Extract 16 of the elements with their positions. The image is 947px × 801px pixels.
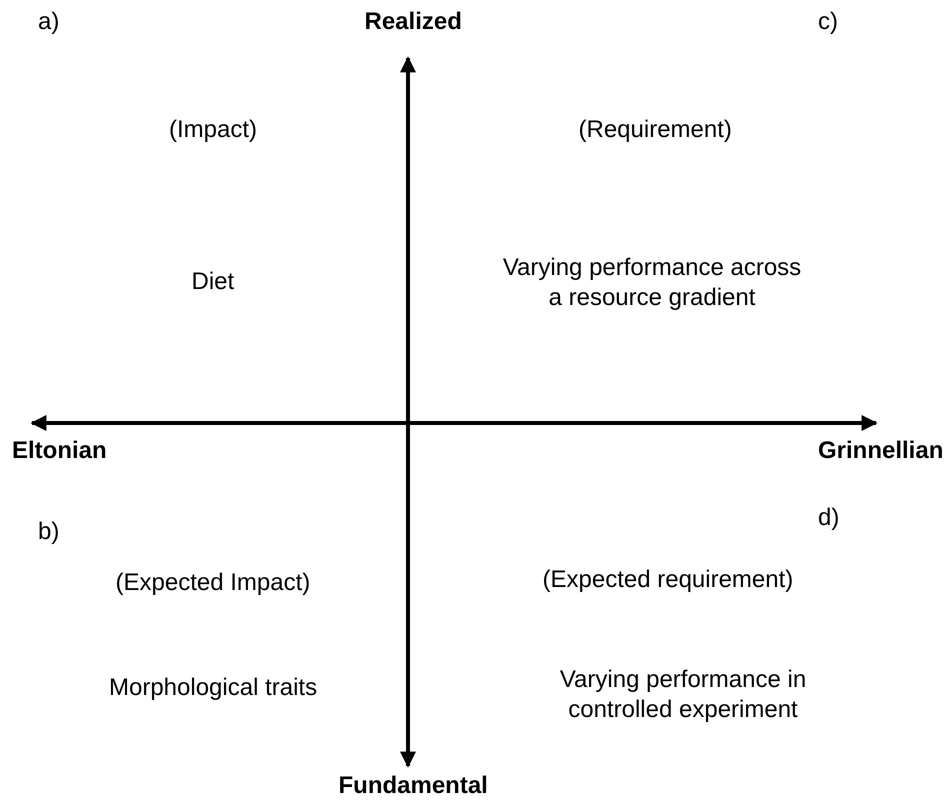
quadrant-heading: (Expected requirement) [542,565,794,595]
panel-letter: b) [38,517,60,547]
axis-label: Fundamental [338,771,488,801]
quadrant-text: Varying performance across a resource gradient [502,253,802,313]
axis-label: Grinnellian [818,436,944,466]
panel-letter: d) [818,503,840,533]
panel-letter: a) [38,7,60,37]
quadrant-text: Morphological traits [109,673,318,703]
panel-letter: c) [818,7,838,37]
axis-label: Realized [364,7,462,37]
quadrant-text: Varying performance in controlled experiment [558,665,808,725]
quadrant-heading: (Requirement) [578,115,732,145]
quadrant-text: Diet [192,267,234,297]
quadrant-heading: (Impact) [169,115,258,145]
quadrant-heading: (Expected Impact) [116,568,310,598]
axis-label: Eltonian [12,436,107,466]
